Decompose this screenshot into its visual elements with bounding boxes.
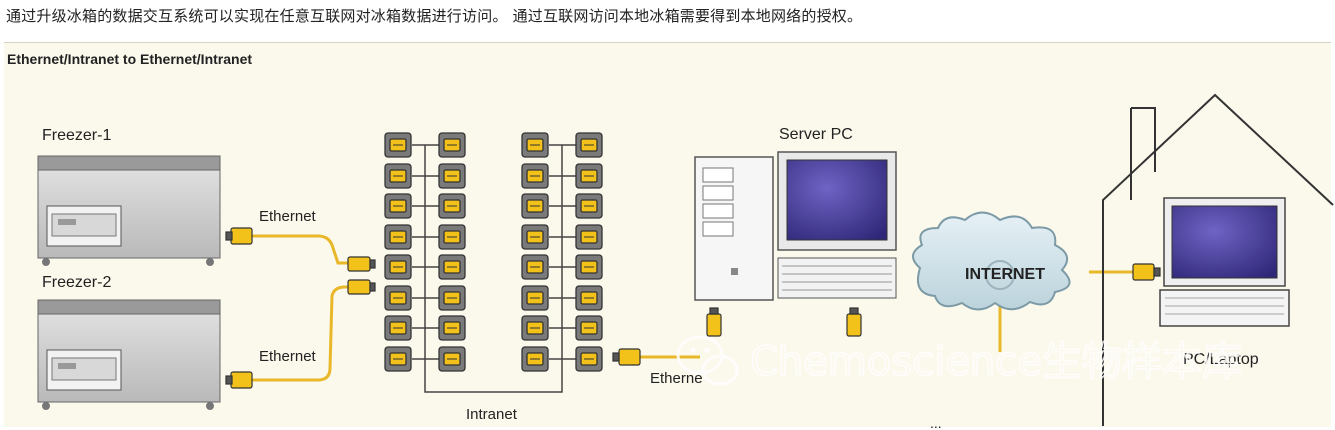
freezer-1-label: Freezer-1 bbox=[42, 127, 111, 144]
bottom-partial-label: ... bbox=[930, 415, 942, 430]
freezer-2-label: Freezer-2 bbox=[42, 274, 111, 291]
ethernet-3-label: Etherne bbox=[650, 370, 703, 387]
diagram-title: Ethernet/Intranet to Ethernet/Intranet bbox=[7, 51, 252, 67]
server-tower bbox=[694, 156, 774, 301]
intranet-switch-grid bbox=[384, 132, 603, 393]
ethernet-1-label: Ethernet bbox=[259, 208, 317, 225]
caption-text: 通过升级冰箱的数据交互系统可以实现在任意互联网对冰箱数据进行访问。 通过互联网访… bbox=[6, 7, 863, 25]
watermark-text: Chemoscience生物样本库 bbox=[750, 339, 1242, 385]
freezer-1 bbox=[37, 155, 221, 266]
intranet-label: Intranet bbox=[466, 406, 518, 423]
internet-cloud bbox=[912, 211, 1071, 311]
laptop-label: PC/Laptop bbox=[1183, 351, 1259, 368]
wechat-icon bbox=[676, 335, 739, 386]
server-label: Server PC bbox=[779, 126, 853, 143]
server-monitor bbox=[777, 151, 897, 299]
laptop bbox=[1159, 197, 1290, 327]
connectors bbox=[225, 227, 1161, 389]
ethernet-2-label: Ethernet bbox=[259, 348, 317, 365]
diagram-panel bbox=[4, 42, 1331, 427]
freezer-2 bbox=[37, 299, 221, 410]
watermark: Chemoscience生物样本库 bbox=[676, 335, 1243, 386]
house-outline bbox=[1102, 93, 1334, 426]
internet-label: INTERNET bbox=[965, 266, 1045, 283]
